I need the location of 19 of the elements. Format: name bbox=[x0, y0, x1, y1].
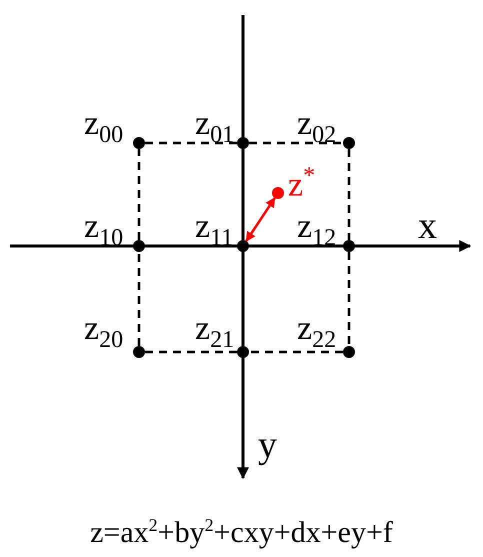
connector bbox=[138, 252, 140, 346]
point-label: z$_{02}$ bbox=[297, 107, 336, 150]
connector bbox=[145, 350, 237, 354]
connector bbox=[145, 142, 237, 144]
axis-label: y bbox=[258, 426, 277, 464]
double-arrow bbox=[245, 197, 276, 242]
point-label: z$_{00}$ bbox=[84, 107, 124, 150]
connector bbox=[348, 252, 350, 346]
connector bbox=[348, 149, 350, 240]
point-label: z$_{21}$ bbox=[195, 312, 234, 355]
axis-label: x bbox=[418, 207, 437, 245]
formula-caption: z=ax$^{2}$+by$^{2}$+cxy+dx+ey+f bbox=[90, 516, 393, 549]
point-label: z$_{20}$ bbox=[84, 312, 124, 355]
point-label: z$_{01}$ bbox=[195, 107, 234, 150]
point-label: z$_{22}$ bbox=[297, 312, 336, 355]
point-label: z$^{*}$ bbox=[288, 162, 316, 202]
connector bbox=[249, 350, 343, 354]
connector bbox=[138, 149, 140, 240]
connector bbox=[249, 142, 343, 144]
